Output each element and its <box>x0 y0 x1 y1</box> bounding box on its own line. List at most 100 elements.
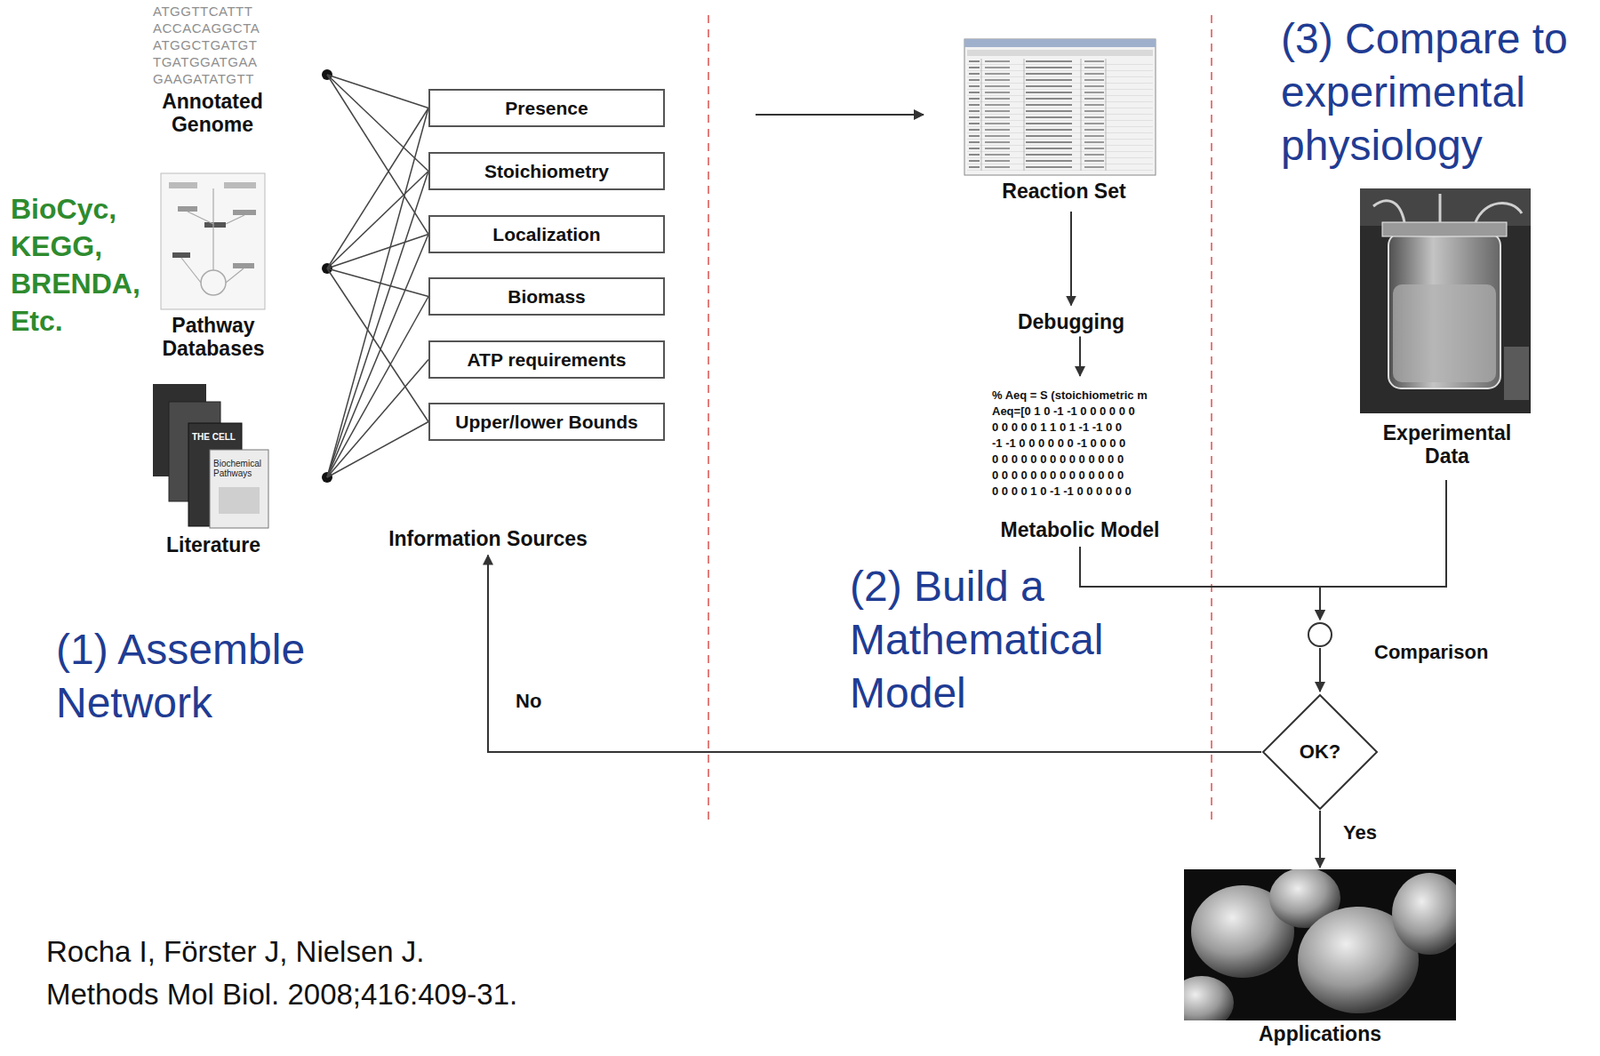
matrix-row: 0 0 0 0 0 1 1 0 1 -1 -1 0 0 <box>992 419 1122 435</box>
process-box: Biomass <box>428 277 665 316</box>
figure-caption: Reaction Set <box>968 179 1160 203</box>
book-stack-figure <box>152 384 269 528</box>
book-title: THE CELL <box>192 432 236 442</box>
flow-arrow <box>1320 480 1447 620</box>
outline-shape <box>1263 695 1377 809</box>
matrix-row: -1 -1 0 0 0 0 0 0 -1 0 0 0 0 <box>992 435 1126 451</box>
matrix-row: 0 0 0 0 0 0 0 0 0 0 0 0 0 0 <box>992 467 1124 483</box>
map-box <box>232 263 255 269</box>
book-cover-art <box>218 487 260 514</box>
map-box <box>224 182 256 189</box>
sheet-columns <box>981 58 1106 171</box>
photo-wall <box>1360 188 1531 226</box>
node-label: OK? <box>1299 740 1341 764</box>
flow-arrow <box>1070 211 1072 306</box>
matrix-row: 0 0 0 0 0 0 0 0 0 0 0 0 0 0 <box>992 451 1124 467</box>
comparison-circle: Comparison <box>1306 621 1334 648</box>
map-page <box>160 173 265 310</box>
source-link <box>327 74 429 235</box>
vessel <box>1388 232 1501 389</box>
process-box: Upper/lower Bounds <box>428 402 665 441</box>
figure-node: Reaction Set <box>964 35 1156 212</box>
decision-diamond: OK? <box>1261 693 1379 811</box>
figure-node: Pathway Databases <box>142 170 328 363</box>
controller <box>1504 346 1529 400</box>
flow-arrow <box>1319 810 1321 868</box>
node-label: Localization <box>492 224 600 246</box>
culture <box>1392 284 1496 383</box>
map-box <box>204 222 226 228</box>
spreadsheet-figure <box>964 39 1156 176</box>
matrix-row: 0 0 0 0 1 0 -1 -1 0 0 0 0 0 0 <box>992 483 1132 499</box>
map-box <box>172 252 191 258</box>
section-heading: (1) Assemble Network <box>56 623 359 730</box>
source-link <box>327 296 429 479</box>
section-heading: (3) Compare to experimental physiology <box>1280 12 1594 173</box>
outline-shape <box>1308 623 1332 647</box>
book-title: Biochemical Pathways <box>213 458 267 479</box>
node-label: Presence <box>504 97 588 120</box>
yeast-cell <box>1184 976 1234 1021</box>
node-label: Upper/lower Bounds <box>455 411 638 433</box>
sheet-toolbar <box>967 49 1153 56</box>
map-lines <box>181 188 245 283</box>
figure-caption: Experimental Data <box>1367 421 1528 469</box>
circle-outline <box>1306 621 1334 648</box>
process-box: Localization <box>428 215 665 254</box>
dna-sequence: ATGGTTCATTT <box>152 3 253 20</box>
sheet-rows <box>967 58 1153 171</box>
flow-arrow <box>755 113 924 116</box>
section-divider <box>707 15 710 823</box>
sheet <box>964 39 1156 176</box>
citation: Methods Mol Biol. 2008;416:409-31. <box>46 976 518 1013</box>
figure-node: Metabolic Model <box>982 377 1178 547</box>
database-list: BioCyc, KEGG, BRENDA, Etc. <box>10 190 162 340</box>
section-divider <box>1210 15 1213 823</box>
source-link <box>327 234 429 270</box>
process-box: Stoichiometry <box>428 152 665 191</box>
node-label: Information Sources <box>388 527 588 552</box>
process-box: ATP requirements <box>428 340 665 379</box>
process-box: Presence <box>428 88 665 128</box>
dna-sequence: GAAGATATGTT <box>152 71 255 88</box>
edge-label: Yes <box>1340 821 1380 845</box>
node-label: Biomass <box>507 286 586 308</box>
flow-arrow <box>488 555 1262 753</box>
dna-sequence: ATGGCTGATGT <box>152 37 257 54</box>
edge-label: No <box>512 689 544 713</box>
vessel-lid <box>1382 222 1507 237</box>
figure-node: Applications <box>1184 869 1456 1049</box>
source-link <box>327 422 429 479</box>
source-link <box>327 171 429 479</box>
map-cycle <box>200 270 226 296</box>
text-node: Information Sources <box>384 524 592 554</box>
node-label: Debugging <box>1017 310 1125 335</box>
figure-node: Literature <box>142 380 328 559</box>
figure-caption: Literature <box>124 533 303 557</box>
map-box <box>232 209 256 216</box>
source-link <box>327 108 429 270</box>
source-link <box>327 234 429 479</box>
figure-caption: Metabolic Model <box>982 518 1178 542</box>
text-node: Debugging <box>1013 307 1129 337</box>
map-box <box>168 182 198 189</box>
node-label: Comparison <box>1374 640 1488 664</box>
book <box>209 449 269 528</box>
citation: Rocha I, Förster J, Nielsen J. <box>46 934 424 970</box>
tubing <box>1373 193 1522 223</box>
yeast-micrograph <box>1184 869 1456 1021</box>
figure-caption: Annotated Genome <box>150 89 275 137</box>
flow-arrow <box>1080 546 1320 620</box>
matrix-row: % Aeq = S (stoichiometric m <box>992 387 1148 403</box>
map-box <box>177 206 198 212</box>
source-link <box>327 74 429 109</box>
pathway-map-figure <box>160 173 265 310</box>
source-link <box>327 108 429 479</box>
yeast-cell <box>1392 872 1456 955</box>
photo-ground <box>1360 188 1531 414</box>
flow-arrow <box>1319 648 1321 692</box>
figure-caption: Applications <box>1184 1022 1456 1046</box>
node-label: Stoichiometry <box>484 160 609 183</box>
node-label: ATP requirements <box>467 349 627 371</box>
